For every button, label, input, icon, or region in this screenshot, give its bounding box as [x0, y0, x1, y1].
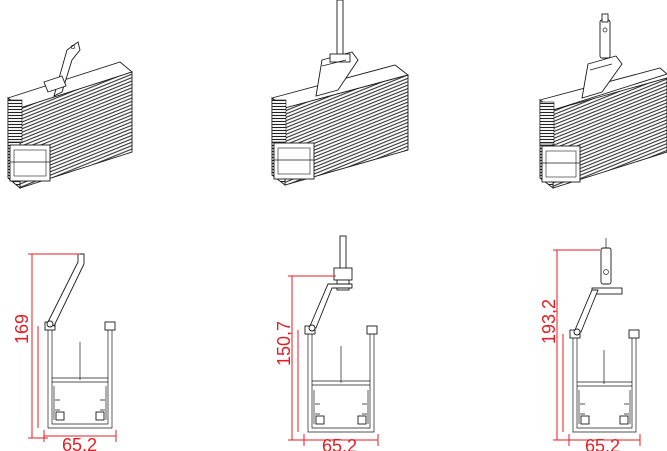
cable-gripper-icon: [581, 13, 623, 99]
height-label-3: 193,2: [539, 299, 559, 344]
width-label-2: 65,2: [322, 436, 357, 451]
suspension-rod-icon: [315, 0, 359, 97]
profile-3d-view-2: [271, 0, 409, 186]
height-label-2: 150,7: [274, 321, 294, 366]
section-view-1: 169 65,2: [12, 253, 117, 451]
height-dimension-1: 169: [12, 253, 80, 439]
height-dimension-2: 150,7: [274, 275, 336, 441]
width-label-1: 65,2: [62, 435, 97, 451]
profile-section-outline: [44, 321, 116, 429]
width-label-3: 65,2: [585, 436, 620, 451]
width-dimension-3: 65,2: [568, 434, 641, 451]
profile-section-outline: [304, 325, 378, 433]
profile-3d-view-1: [7, 41, 133, 189]
height-label-1: 169: [12, 314, 32, 344]
profile-3d-view-3: [539, 13, 667, 189]
section-view-2: 150,7 65,2: [274, 235, 379, 451]
width-dimension-2: 65,2: [303, 434, 379, 451]
width-dimension-1: 65,2: [43, 430, 117, 451]
section-view-3: 193,2 65,2: [539, 238, 641, 451]
height-dimension-3: 193,2: [539, 249, 600, 441]
mounting-bracket-icon: [43, 41, 81, 97]
profile-section-outline: [569, 329, 640, 433]
